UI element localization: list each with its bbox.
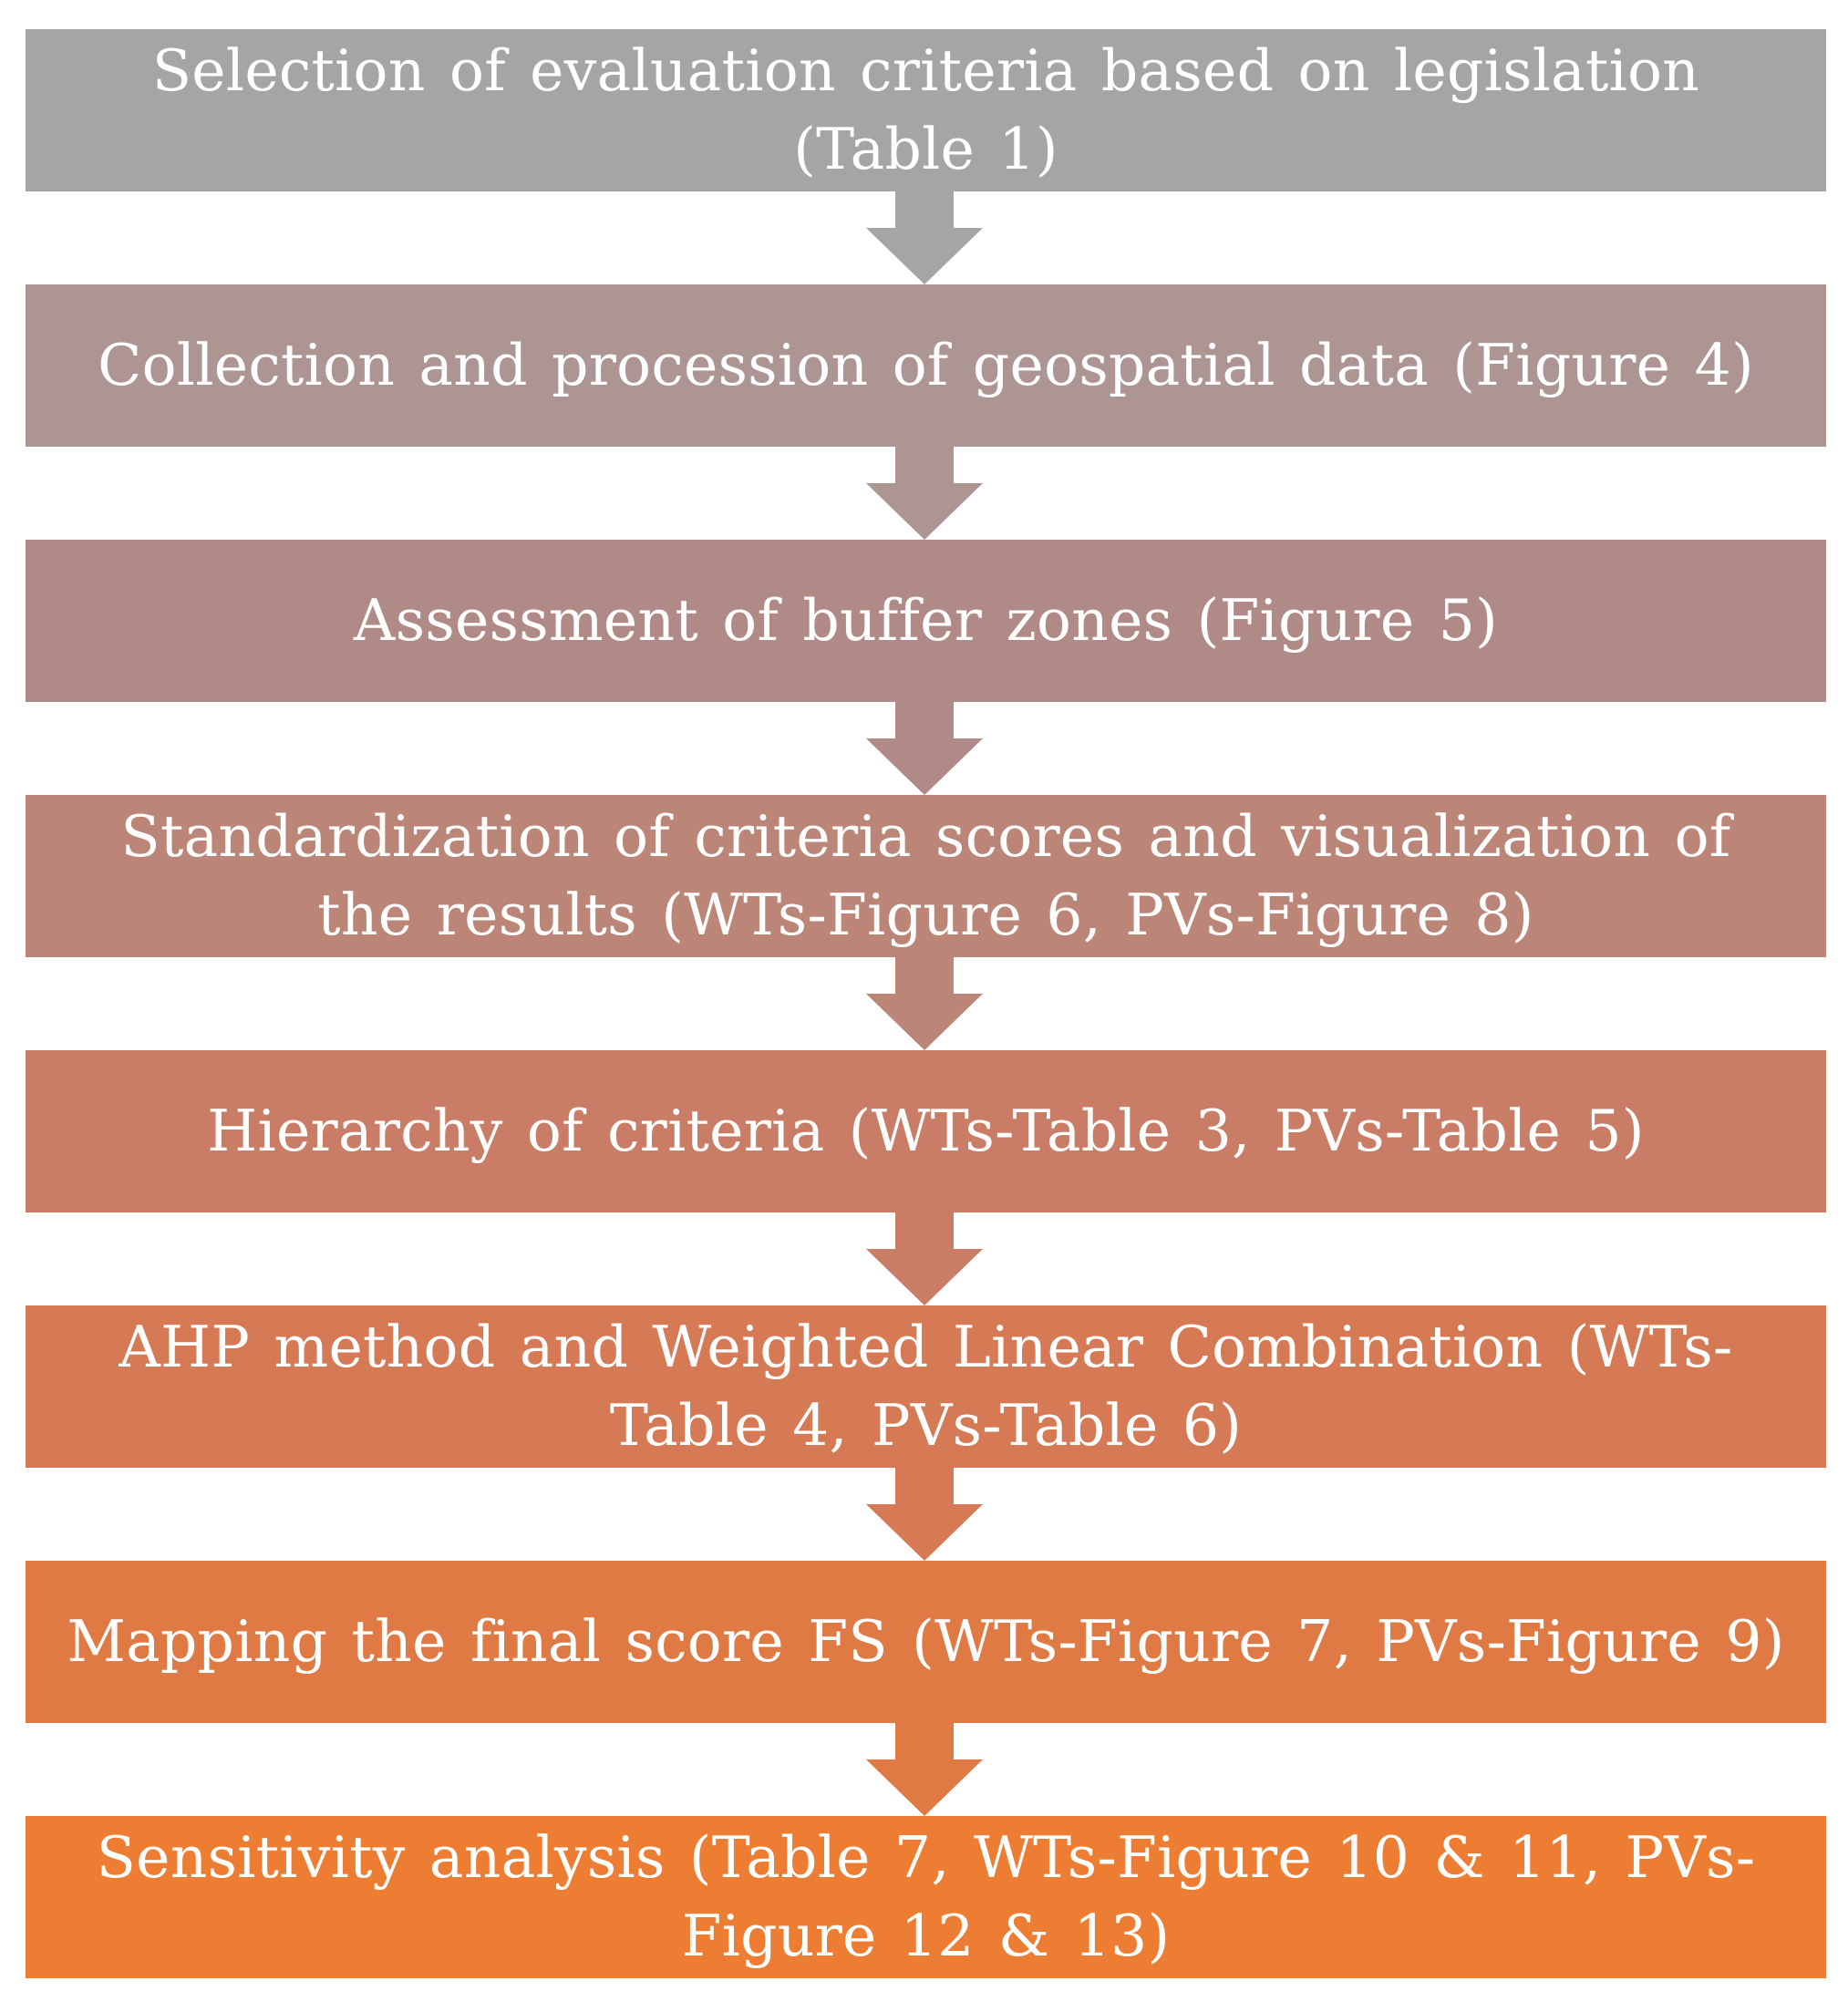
arrow-3-shape: [866, 702, 983, 795]
arrow-2-shape: [866, 447, 983, 540]
step-5-box: Hierarchy of criteria (WTs-Table 3, PVs-…: [26, 1050, 1826, 1212]
arrow-7-shape: [866, 1723, 983, 1816]
step-4-label: Standardization of criteria scores and v…: [120, 803, 1731, 948]
arrow-5-shape: [866, 1212, 983, 1305]
step-2-label: Collection and procession of geospatial …: [98, 332, 1754, 398]
arrow-3-icon: [866, 702, 983, 795]
step-2-box: Collection and procession of geospatial …: [26, 284, 1826, 447]
arrow-2-icon: [866, 447, 983, 540]
arrow-4-shape: [866, 957, 983, 1050]
step-3-box: Assessment of buffer zones (Figure 5): [26, 540, 1826, 702]
step-4-box: Standardization of criteria scores and v…: [26, 795, 1826, 957]
arrow-6-shape: [866, 1468, 983, 1561]
step-1-label: Selection of evaluation criteria based o…: [151, 37, 1700, 182]
step-1-box: Selection of evaluation criteria based o…: [26, 29, 1826, 191]
step-5-label: Hierarchy of criteria (WTs-Table 3, PVs-…: [207, 1098, 1645, 1164]
step-6-label: AHP method and Weighted Linear Combinati…: [119, 1314, 1733, 1459]
arrow-1-shape: [866, 191, 983, 284]
step-3-label: Assessment of buffer zones (Figure 5): [353, 587, 1499, 654]
step-6-box: AHP method and Weighted Linear Combinati…: [26, 1305, 1826, 1468]
arrow-5-icon: [866, 1212, 983, 1305]
arrow-7-icon: [866, 1723, 983, 1816]
step-8-box: Sensitivity analysis (Table 7, WTs-Figur…: [26, 1816, 1826, 1978]
step-7-box: Mapping the final score FS (WTs-Figure 7…: [26, 1561, 1826, 1723]
arrow-6-icon: [866, 1468, 983, 1561]
arrow-1-icon: [866, 191, 983, 284]
step-7-label: Mapping the final score FS (WTs-Figure 7…: [67, 1608, 1785, 1675]
arrow-4-icon: [866, 957, 983, 1050]
step-8-label: Sensitivity analysis (Table 7, WTs-Figur…: [96, 1824, 1756, 1969]
